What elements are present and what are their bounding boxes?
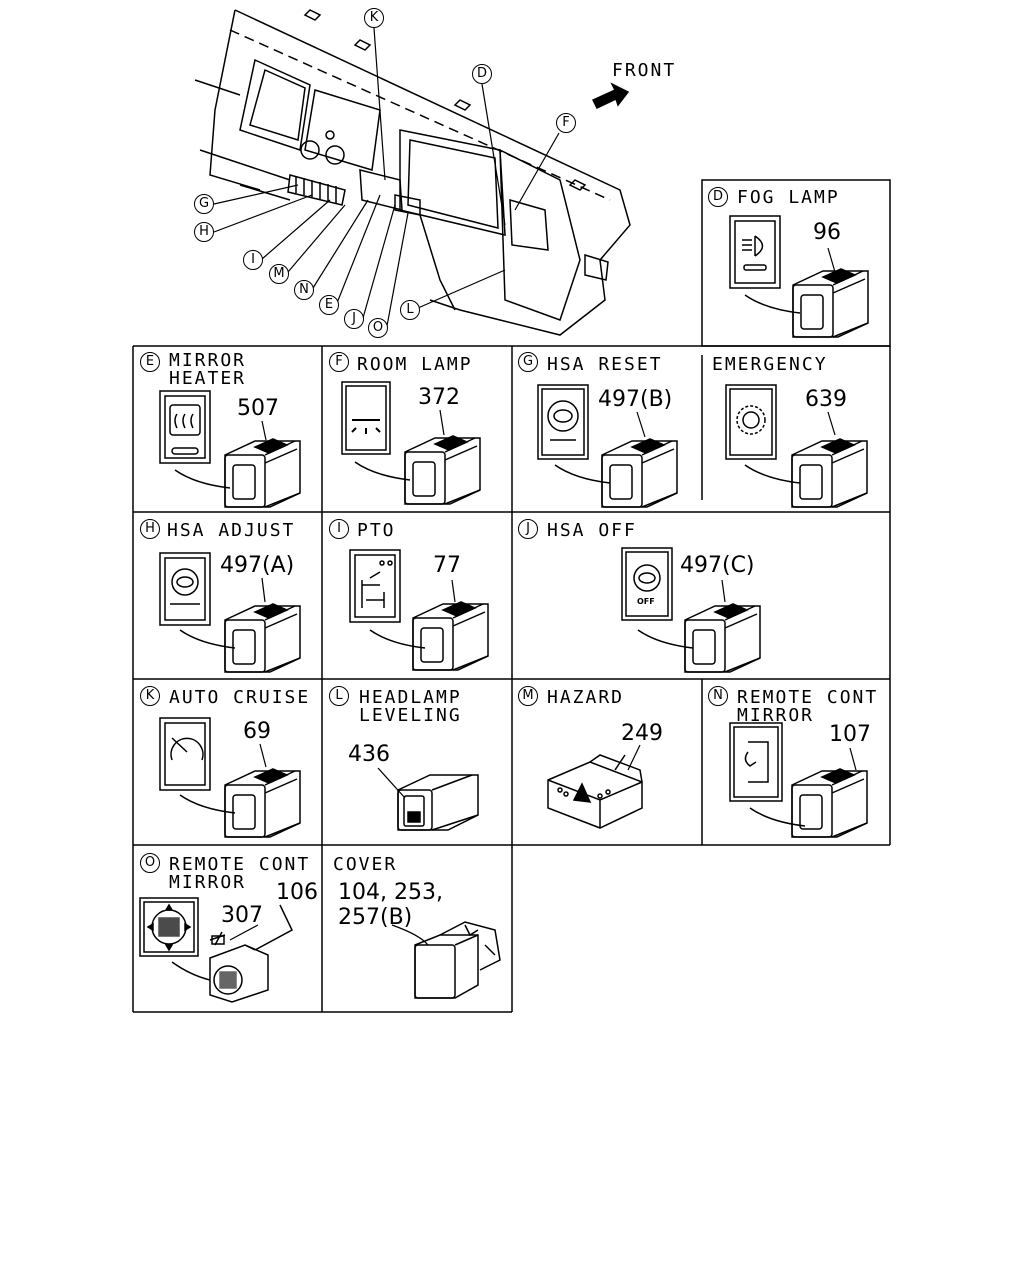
pto-switch-drawing [349,549,489,671]
panel-k-letter: K [140,686,160,706]
hsa-off-switch-drawing [621,547,761,673]
panel-m-letter: M [518,686,538,706]
panel-f-letter: F [329,352,349,372]
panel-emergency-part: 639 [805,387,847,412]
mirror-heater-switch-drawing [159,390,301,508]
callout-g: G [194,194,214,214]
panel-o-letter: O [140,853,160,873]
panel-g-title: HSA RESET [547,354,663,375]
panel-borders [132,179,891,1013]
callout-j: J [344,309,364,329]
callout-h: H [194,222,214,242]
callout-e: E [319,295,339,315]
remote-mirror-switch-drawing-n [729,722,868,838]
panel-e-part: 507 [237,396,279,421]
panel-h-title: HSA ADJUST [167,520,296,541]
panel-e-letter: E [140,352,160,372]
panel-d-title: FOG LAMP [737,187,840,208]
panel-g-letter: G [518,352,538,372]
panel-n-letter: N [708,686,728,706]
panel-i-letter: I [329,519,349,539]
panel-l-title-1: HEADLAMP [359,687,462,708]
callout-leaders [213,27,560,327]
panel-n-part: 107 [829,722,871,747]
part-leaders [229,247,857,941]
panel-k-title: AUTO CRUISE [169,687,311,708]
hsa-reset-switch-drawing [537,384,678,508]
cover-drawing [391,921,501,999]
panel-e-title-2: HEATER [169,368,247,389]
emergency-switch-drawing [725,384,868,508]
panel-j-icon-text: OFF [637,597,655,606]
hazard-switch-drawing [547,754,643,829]
callout-n: N [294,280,314,300]
panel-e-title-1: MIRROR [169,350,247,371]
panel-h-part: 497(A) [220,553,295,578]
callout-m: M [269,264,289,284]
panel-k-part: 69 [243,719,271,744]
panel-d-part: 96 [813,220,841,245]
panel-cover-title: COVER [333,854,398,875]
dashboard-illustration [194,9,631,336]
auto-cruise-switch-drawing [159,717,301,838]
callout-i: I [243,250,263,270]
panel-m-part: 249 [621,721,663,746]
panel-cover-part-2: 257(B) [338,905,413,930]
panel-f-title: ROOM LAMP [357,354,473,375]
callout-o: O [368,318,388,338]
callout-l: L [400,300,420,320]
front-label: FRONT [612,60,677,81]
panel-j-letter: J [518,519,538,539]
panel-emergency-title: EMERGENCY [712,354,828,375]
panel-f-part: 372 [418,385,460,410]
hsa-adjust-switch-drawing [159,552,301,673]
panel-cover-part-1: 104, 253, [338,880,443,905]
panel-n-title-2: MIRROR [737,705,815,726]
callout-k: K [364,8,384,28]
panel-j-title: HSA OFF [547,520,637,541]
panel-d-letter: D [708,187,728,207]
panel-o-title-2: MIRROR [169,872,247,893]
panel-o-title-1: REMOTE CONT [169,854,311,875]
room-lamp-switch-drawing [341,381,481,505]
panel-l-title-2: LEVELING [359,705,462,726]
panel-l-part: 436 [348,742,390,767]
panel-m-title: HAZARD [547,687,625,708]
panel-g-part: 497(B) [598,387,673,412]
panel-l-letter: L [329,686,349,706]
panel-i-title: PTO [357,520,396,541]
callout-d: D [472,64,492,84]
panel-o-part-a: 307 [221,903,263,928]
panel-o-part-b: 106 [276,880,318,905]
panel-h-letter: H [140,519,160,539]
headlamp-leveling-switch-drawing [397,774,479,831]
panel-n-title-1: REMOTE CONT [737,687,879,708]
fog-lamp-switch-drawing [729,215,869,338]
panel-i-part: 77 [433,553,461,578]
callout-f: F [556,113,576,133]
remote-mirror-switch-drawing-o [139,897,293,1003]
panel-j-part: 497(C) [680,553,755,578]
